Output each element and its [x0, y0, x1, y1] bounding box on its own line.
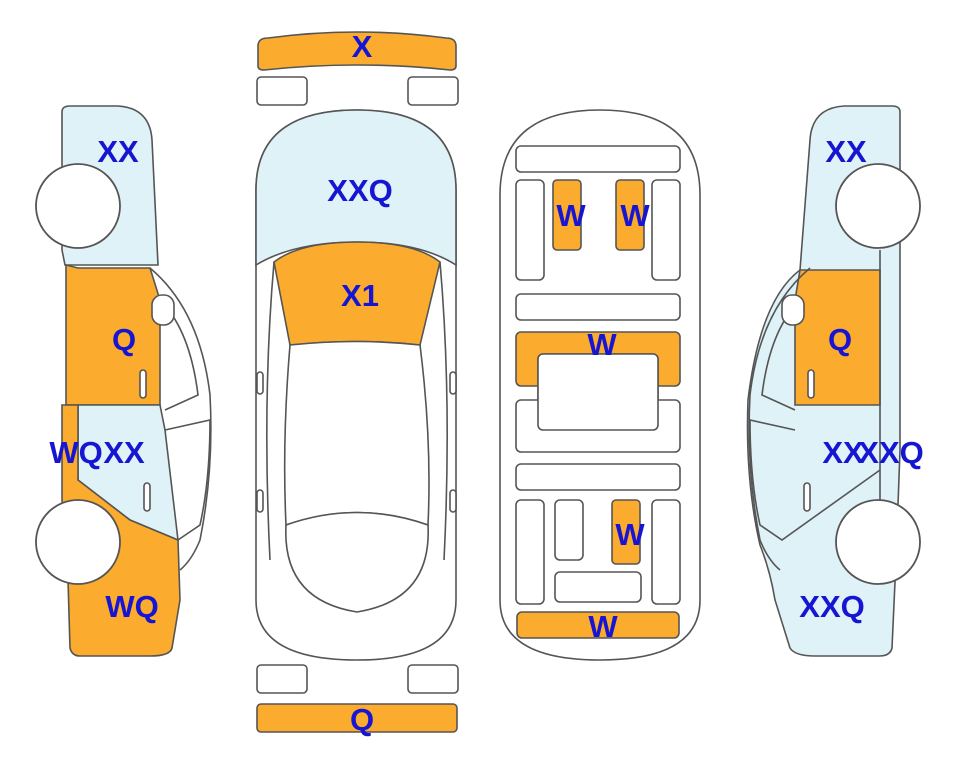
left-rear-window-line: [164, 419, 211, 541]
floor-middle-label: W: [587, 327, 617, 362]
left-front-door-label: Q: [112, 322, 136, 357]
right-rear-window-line: [749, 419, 881, 541]
floor-interior-view: W W W W W: [499, 109, 701, 661]
floor-rear-panel[interactable]: [611, 499, 641, 565]
right-footwell: [651, 179, 681, 281]
top-right-rear-handle: [449, 489, 457, 513]
rear-right-light: [407, 664, 459, 694]
rear-left-light: [256, 664, 308, 694]
spare-well: [554, 571, 642, 603]
floor-crossmember: [515, 293, 681, 321]
right-front-wheel: [835, 163, 921, 249]
roof-right-seat-panel[interactable]: [615, 179, 645, 251]
left-front-fender-label: XX: [97, 134, 139, 169]
left-cabin-outline: [149, 267, 212, 571]
hood-label: X1: [341, 278, 379, 313]
left-rear-wheel: [35, 499, 121, 585]
right-rear-quarter-label: XXQ: [799, 589, 864, 624]
rear-left-inner: [554, 499, 584, 561]
rear-left-rail: [515, 499, 545, 605]
left-side-view: XX Q WQ XX WQ: [35, 105, 212, 657]
roof-left-seat-label: W: [556, 198, 586, 233]
right-cabin-outline: [748, 267, 811, 571]
roof-panel: [283, 340, 430, 527]
floor-rear-label: W: [615, 517, 645, 552]
dashboard-panel: [515, 145, 681, 173]
right-rear-door-label-b: XXQ: [858, 435, 923, 470]
right-front-door-label: Q: [828, 322, 852, 357]
left-footwell: [515, 179, 545, 281]
left-rear-door-label-b: XX: [103, 435, 145, 470]
front-bumper-label: X: [352, 29, 373, 64]
top-left-side-line: [266, 261, 275, 561]
rear-bumper-label: Q: [350, 702, 374, 737]
top-left-rear-handle: [256, 489, 264, 513]
right-rear-door-handle[interactable]: [803, 482, 811, 512]
roof-left-seat-panel[interactable]: [552, 179, 582, 251]
windshield-label: XXQ: [327, 173, 392, 208]
rear-crossmember: [515, 463, 681, 491]
trunk-label: W: [588, 609, 618, 644]
right-front-fender-label: XX: [825, 134, 867, 169]
top-right-side-line: [439, 261, 448, 561]
left-mirror: [151, 294, 175, 326]
left-front-door-handle[interactable]: [139, 369, 147, 399]
front-right-light: [407, 76, 459, 106]
top-exterior-view: X XXQ X1 Q: [255, 29, 459, 737]
top-left-mirror: [256, 371, 264, 395]
right-side-view: XX Q XX XXQ XXQ: [746, 105, 924, 657]
right-front-door-handle[interactable]: [807, 369, 815, 399]
right-rear-wheel: [835, 499, 921, 585]
left-rear-quarter-panel[interactable]: [61, 404, 181, 657]
left-front-wheel: [35, 163, 121, 249]
rear-window-outline: [285, 511, 429, 613]
left-rear-quarter-label: WQ: [105, 589, 158, 624]
right-rear-door-label-a: XX: [822, 435, 864, 470]
right-mirror: [781, 294, 805, 326]
floor-tunnel-top: [537, 353, 659, 431]
trunk-panel[interactable]: [516, 611, 680, 639]
roof-right-seat-label: W: [620, 198, 650, 233]
left-rear-door-handle[interactable]: [143, 482, 151, 512]
front-bumper-panel[interactable]: [257, 31, 457, 71]
top-right-mirror: [449, 371, 457, 395]
rear-right-rail: [651, 499, 681, 605]
front-left-light: [256, 76, 308, 106]
left-rear-door-label-a: WQ: [49, 435, 102, 470]
rear-bumper-panel[interactable]: [256, 703, 458, 733]
